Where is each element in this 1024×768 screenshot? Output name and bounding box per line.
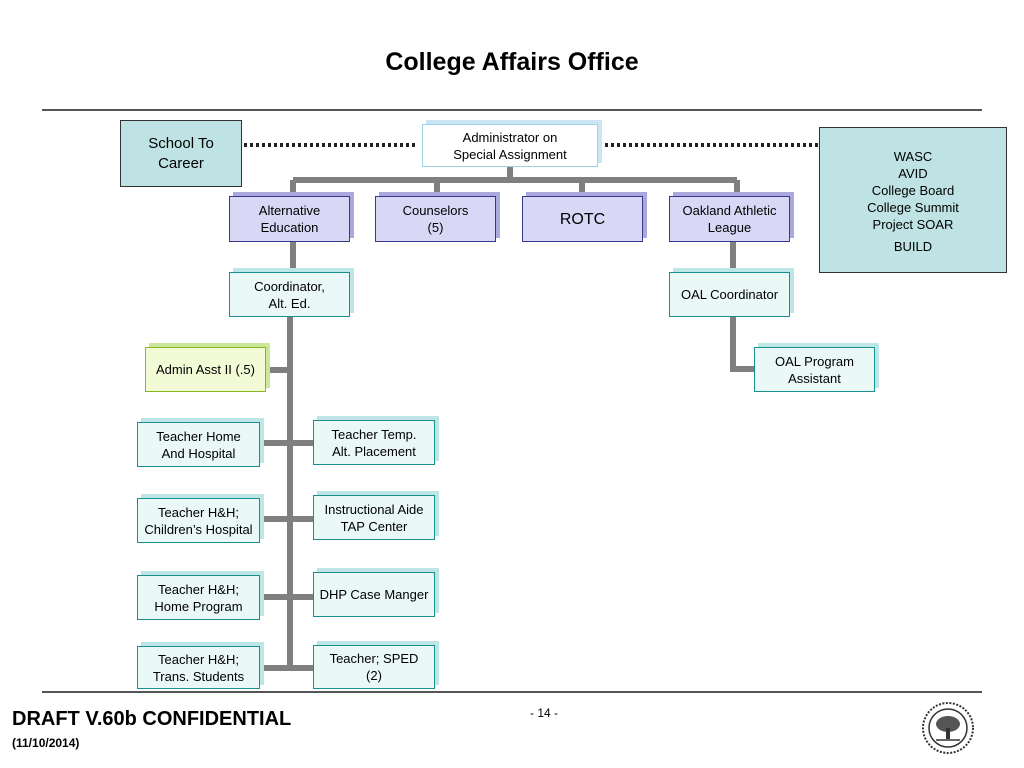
- page-title: College Affairs Office: [385, 48, 639, 76]
- oal-coordinator-node: OAL Coordinator: [669, 272, 790, 317]
- page-number: - 14 -: [530, 706, 559, 720]
- draft-label: DRAFT V.60b CONFIDENTIAL: [12, 708, 292, 730]
- teacher-home-program-node: Teacher H&H; Home Program: [137, 575, 260, 620]
- district-seal-icon: [922, 702, 974, 754]
- teacher-home-hospital-node: Teacher Home And Hospital: [137, 422, 260, 467]
- program-item: BUILD: [893, 239, 933, 254]
- counselors-node: Counselors (5): [375, 196, 496, 242]
- instructional-aide-node: Instructional Aide TAP Center: [313, 495, 435, 540]
- teacher-temp-node: Teacher Temp. Alt. Placement: [313, 420, 435, 465]
- program-item: College Board: [871, 183, 955, 198]
- top-divider: [42, 109, 982, 111]
- program-item: WASC: [893, 149, 933, 164]
- teacher-sped-node: Teacher; SPED (2): [313, 645, 435, 689]
- programs-box: WASC AVID College Board College Summit P…: [819, 127, 1007, 273]
- alternative-education-node: Alternative Education: [229, 196, 350, 242]
- dhp-case-manager-node: DHP Case Manger: [313, 572, 435, 617]
- program-item: College Summit: [867, 200, 959, 215]
- program-item: Project SOAR: [872, 217, 954, 232]
- oal-program-assistant-node: OAL Program Assistant: [754, 347, 875, 392]
- bottom-divider: [42, 691, 982, 693]
- admin-asst-node: Admin Asst II (.5): [145, 347, 266, 392]
- oakland-athletic-league-node: Oakland Athletic League: [669, 196, 790, 242]
- teacher-trans-students-node: Teacher H&H; Trans. Students: [137, 646, 260, 689]
- teacher-childrens-hospital-node: Teacher H&H; Children’s Hospital: [137, 498, 260, 543]
- draft-date: (11/10/2014): [12, 736, 80, 750]
- coordinator-alt-ed-node: Coordinator, Alt. Ed.: [229, 272, 350, 317]
- administrator-node: Administrator on Special Assignment: [422, 124, 598, 167]
- program-item: AVID: [898, 166, 928, 181]
- school-to-career-box: School To Career: [120, 120, 242, 187]
- rotc-node: ROTC: [522, 196, 643, 242]
